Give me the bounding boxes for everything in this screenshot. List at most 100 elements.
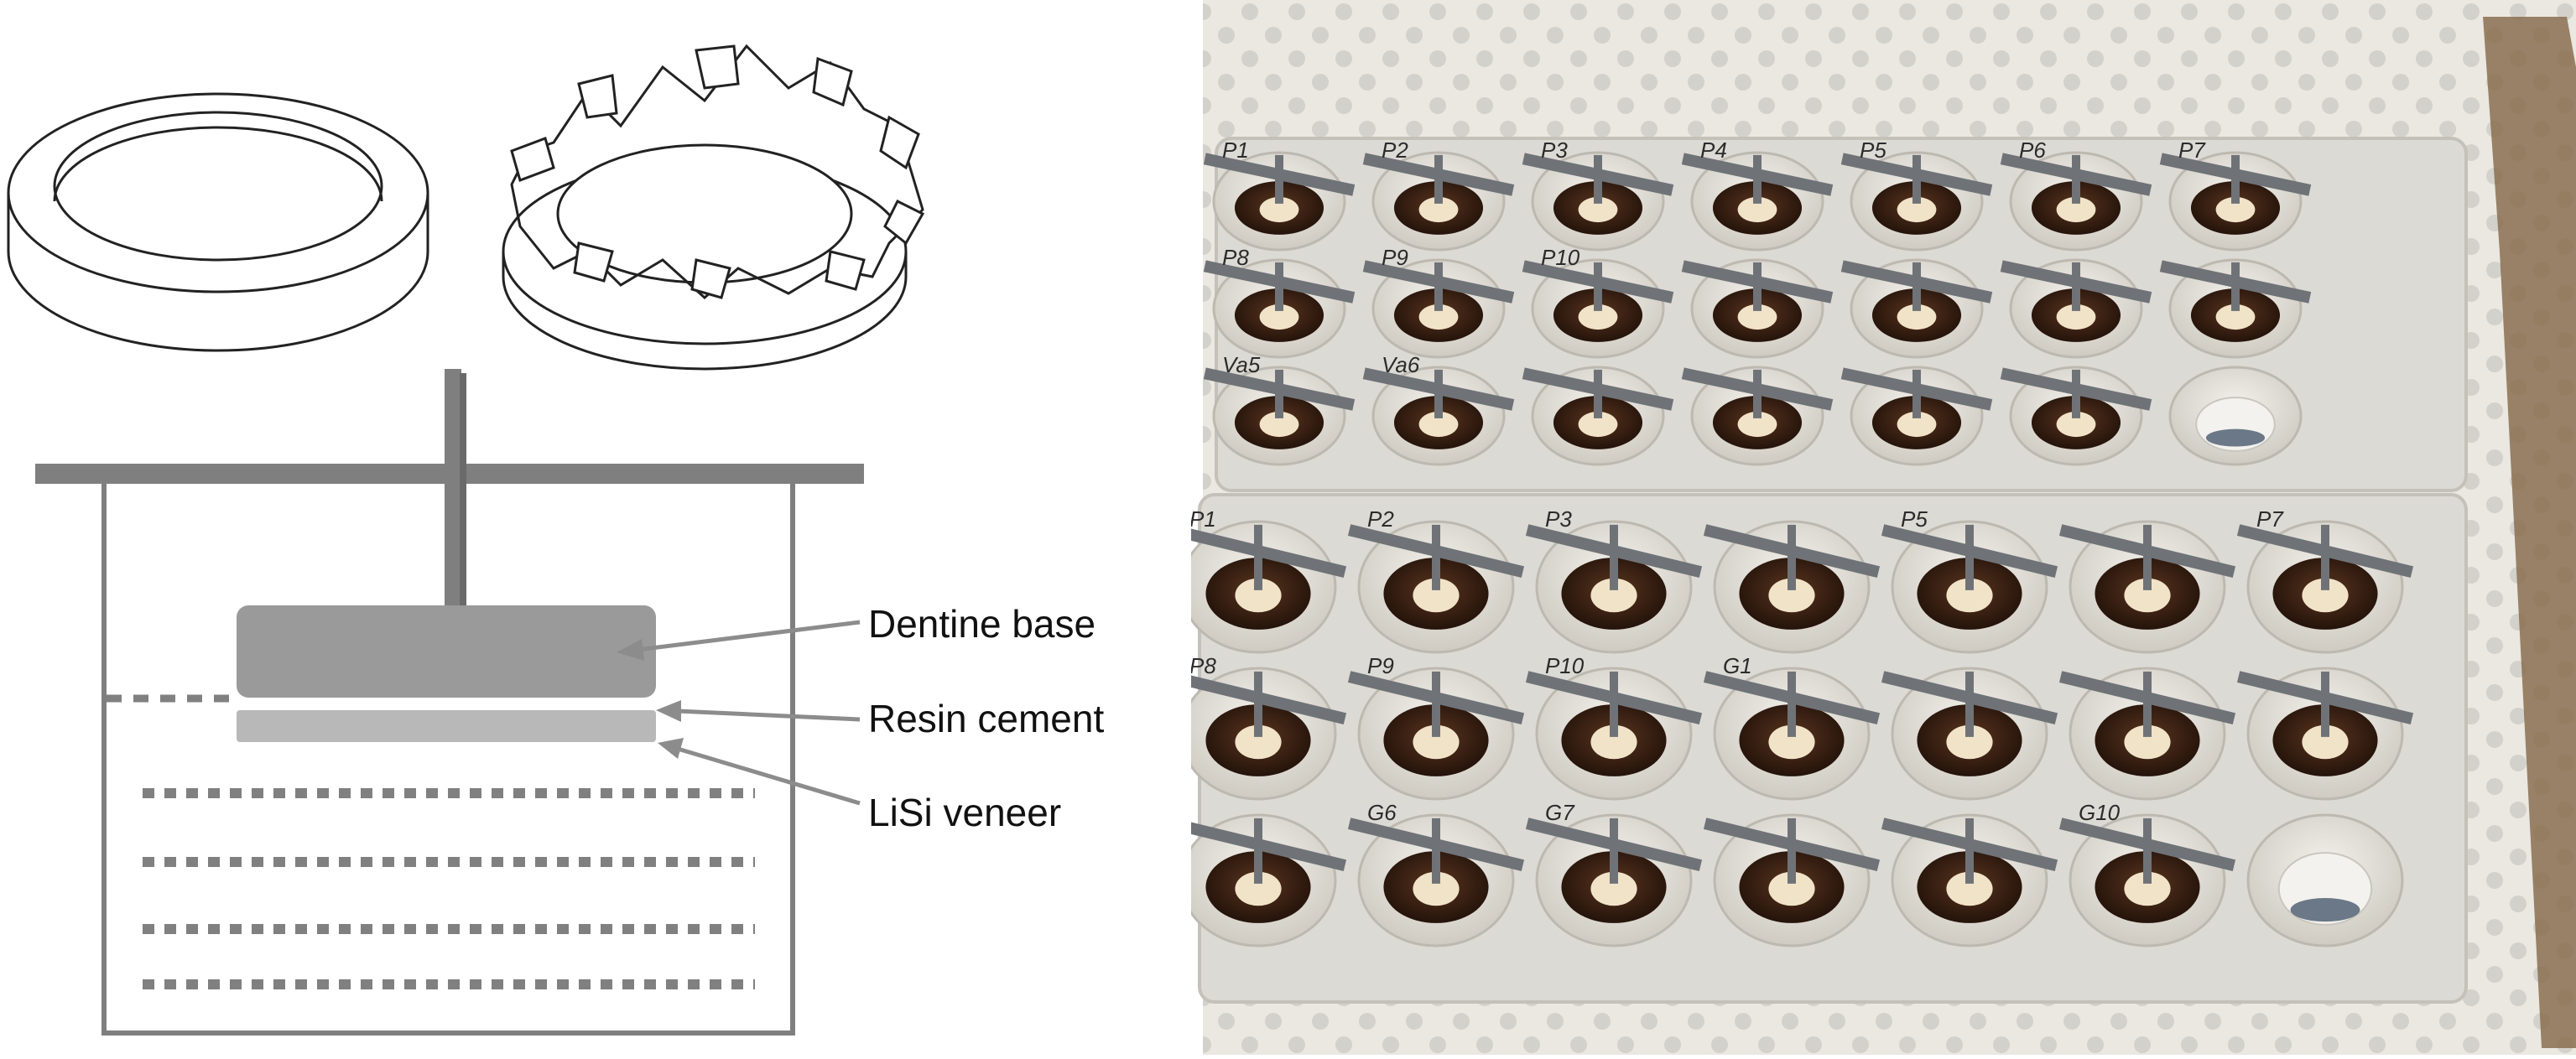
support-bar — [1203, 260, 1356, 304]
specimen-rod — [1610, 524, 1618, 590]
cup-label: G6 — [1367, 800, 1397, 825]
cup-label: G1 — [1723, 653, 1752, 678]
cup-label: P1 — [1191, 506, 1216, 532]
support-bar — [2000, 260, 2152, 304]
support-bar — [1840, 260, 1993, 304]
support-bar — [1347, 818, 1525, 871]
specimen-disc — [1946, 724, 1993, 760]
label-dentine-base: Dentine base — [868, 602, 1095, 646]
specimen-disc — [2302, 724, 2349, 760]
specimen-disc — [1946, 871, 1993, 906]
specimen-rod — [1965, 671, 1974, 737]
support-bar — [1169, 671, 1347, 724]
support-bar — [1881, 818, 2058, 871]
empty-cup-base — [2205, 428, 2266, 447]
specimen-disc — [1418, 411, 1459, 438]
cup-label: P7 — [2178, 138, 2206, 163]
specimen-disc — [1768, 724, 1815, 760]
specimen-rod — [2143, 524, 2152, 590]
specimen-disc — [1737, 411, 1777, 438]
specimen-disc — [1737, 304, 1777, 330]
vertical-rod — [445, 369, 461, 612]
plain-ring-drawing — [7, 92, 429, 352]
support-bar — [1681, 260, 1834, 304]
cup-label: G10 — [2079, 800, 2121, 825]
schematic-svg: Dentine base Resin cement LiSi veneer — [7, 44, 1104, 1036]
specimen-disc — [2215, 196, 2256, 223]
specimen-disc — [1235, 578, 1282, 613]
cup-label: P10 — [1545, 653, 1585, 678]
support-bar — [2000, 153, 2152, 196]
specimen-disc — [2056, 196, 2096, 223]
support-bar — [1840, 367, 1993, 411]
support-bar — [1347, 671, 1525, 724]
specimen-disc — [1768, 871, 1815, 906]
veneer-layer-block — [237, 710, 656, 742]
support-bar — [2236, 671, 2414, 724]
specimen-disc — [1578, 411, 1618, 438]
specimen-rod — [1610, 818, 1618, 884]
specimen-rod — [2321, 524, 2329, 590]
cup-label: P8 — [1222, 245, 1249, 270]
specimen-disc — [2056, 304, 2096, 330]
specimen-disc — [1578, 304, 1618, 330]
support-bar — [2058, 524, 2236, 578]
specimen-disc — [1897, 411, 1937, 438]
dentine-base-block — [237, 605, 656, 698]
zigzag-ring-drawing — [502, 44, 925, 371]
specimen-disc — [1235, 724, 1282, 760]
support-bar — [1681, 367, 1834, 411]
support-bar — [1681, 153, 1834, 196]
support-bar — [1525, 671, 1703, 724]
support-bar — [2000, 367, 2152, 411]
support-bar — [2058, 671, 2236, 724]
specimen-rod — [1788, 671, 1796, 737]
specimen-rod — [1432, 524, 1440, 590]
arrow-head-veneer — [658, 738, 684, 759]
specimen-disc — [1413, 724, 1460, 760]
support-bar — [1169, 818, 1347, 871]
cup-label: P3 — [1545, 506, 1572, 532]
cup-label: P1 — [1222, 138, 1249, 163]
specimen-disc — [1235, 871, 1282, 906]
specimen-rod — [1254, 818, 1262, 884]
wall-edge — [2483, 17, 2576, 1048]
container-walls — [101, 484, 795, 1036]
cup-label: P10 — [1541, 245, 1580, 270]
cup-label: Va6 — [1382, 352, 1420, 377]
specimen-rod — [1610, 671, 1618, 737]
specimen-disc — [1413, 578, 1460, 613]
cup-label: Va5 — [1222, 352, 1261, 377]
support-bar — [1203, 367, 1356, 411]
label-arrows — [617, 620, 861, 806]
specimen-disc — [1590, 871, 1637, 906]
specimen-disc — [1578, 196, 1618, 223]
support-bar — [1525, 524, 1703, 578]
specimen-disc — [1259, 304, 1299, 330]
specimen-disc — [2124, 724, 2171, 760]
specimen-rod — [1432, 818, 1440, 884]
support-bar — [1362, 260, 1515, 304]
arrow-head-dentine — [617, 639, 644, 661]
cup-label: G7 — [1545, 800, 1575, 825]
specimen-rod — [1254, 671, 1262, 737]
support-bar — [1522, 260, 1674, 304]
specimen-rod — [1965, 524, 1974, 590]
specimen-rod — [1788, 818, 1796, 884]
cup-label: P9 — [1367, 653, 1394, 678]
support-bar — [1347, 524, 1525, 578]
support-bar — [1522, 367, 1674, 411]
support-bar — [1881, 671, 2058, 724]
support-bar — [1362, 367, 1515, 411]
schematic-panel: Dentine base Resin cement LiSi veneer — [0, 0, 1191, 1055]
cup-label: P3 — [1541, 138, 1568, 163]
specimen-disc — [1590, 578, 1637, 613]
support-bar — [2236, 524, 2414, 578]
support-bar — [2159, 153, 2312, 196]
support-bar — [1703, 818, 1881, 871]
cup-label: P5 — [1901, 506, 1928, 532]
specimen-disc — [1418, 196, 1459, 223]
support-bar — [1362, 153, 1515, 196]
